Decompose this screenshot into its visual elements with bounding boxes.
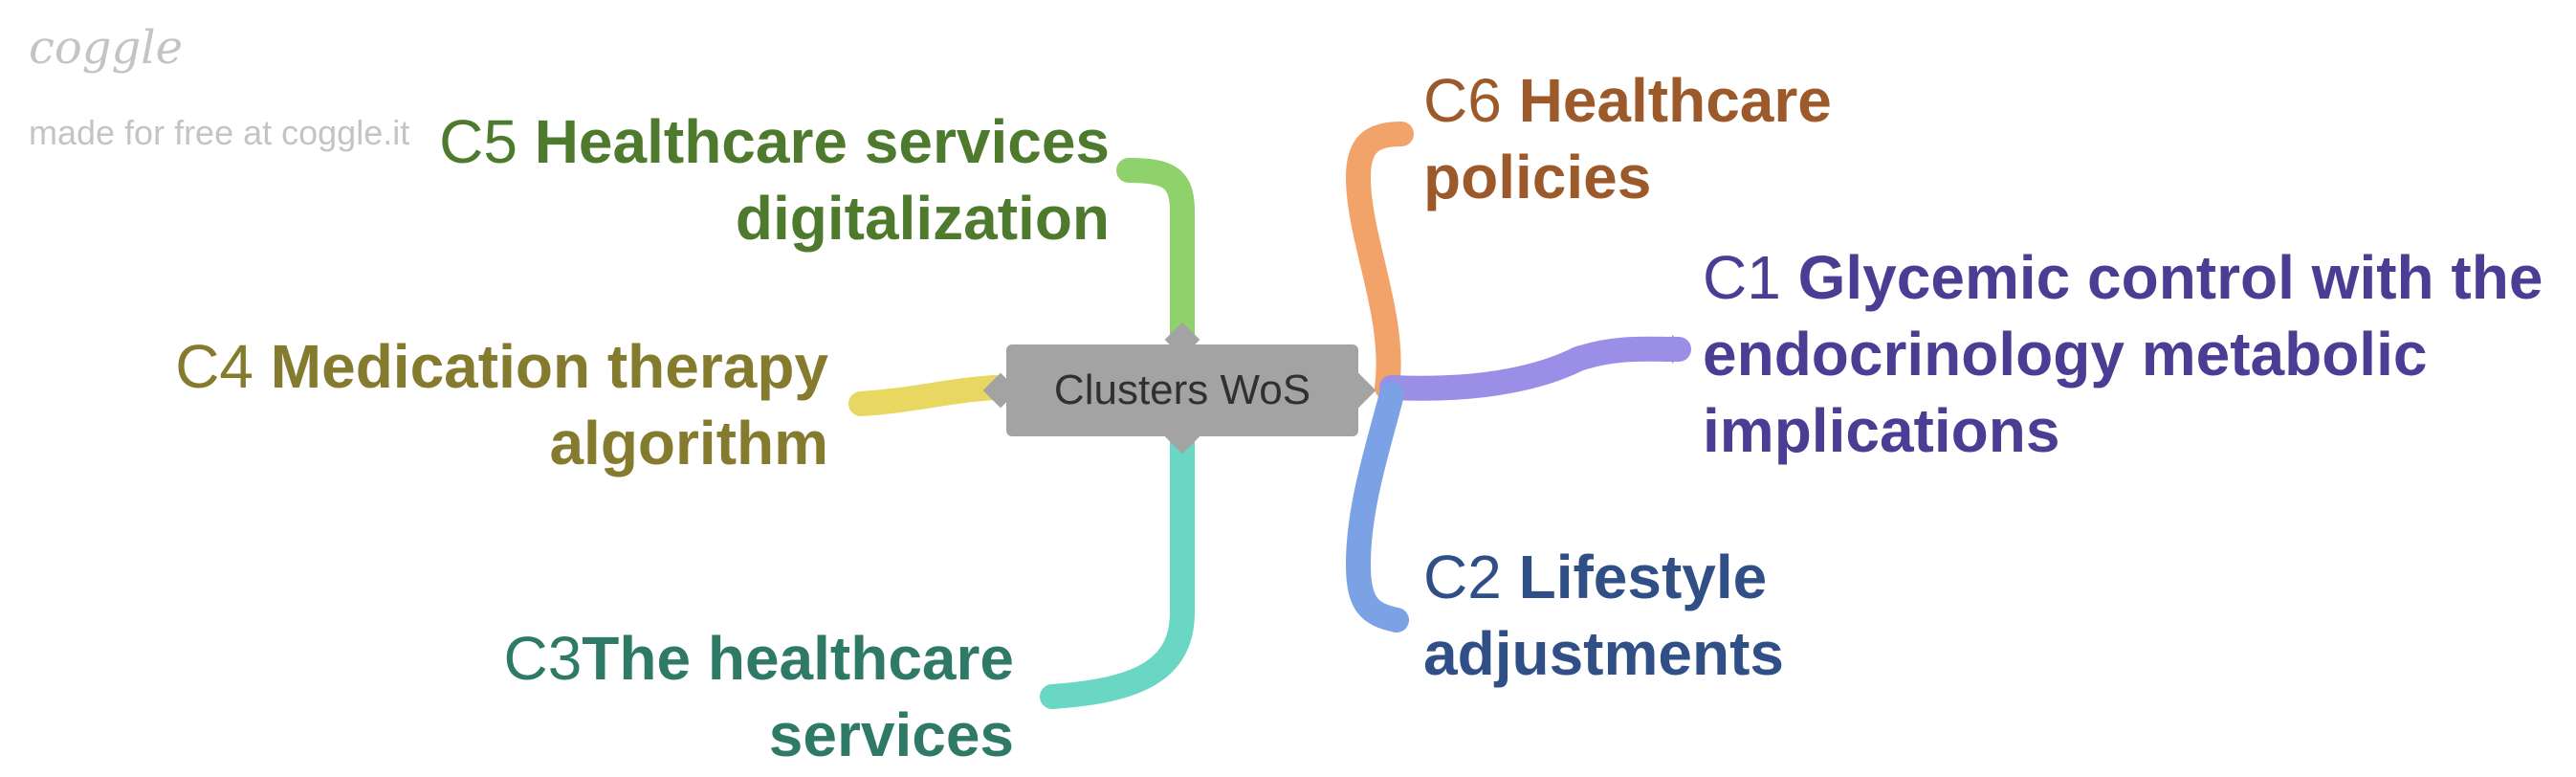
branch-c6 bbox=[1345, 122, 1414, 400]
node-c4-title-line2: algorithm bbox=[549, 409, 828, 477]
node-c1-title-line1: Glycemic control with the bbox=[1797, 243, 2543, 312]
node-c2-title-line2: adjustments bbox=[1423, 619, 1784, 688]
branch-c5 bbox=[1116, 158, 1196, 366]
coggle-logo: coggle bbox=[29, 21, 183, 75]
node-c4-title-line1: Medication therapy bbox=[270, 332, 828, 401]
node-c1-code: C1 bbox=[1703, 243, 1798, 312]
node-c2-code: C2 bbox=[1423, 543, 1519, 611]
center-node-label: Clusters WoS bbox=[1053, 366, 1311, 413]
branch-c1-tip bbox=[1672, 335, 1688, 364]
node-c2[interactable]: C2 Lifestyle adjustments bbox=[1423, 539, 1784, 692]
center-node[interactable]: Clusters WoS bbox=[1006, 344, 1358, 436]
node-c4[interactable]: C4 Medication therapy algorithm bbox=[175, 328, 828, 481]
node-c5[interactable]: C5 Healthcare services digitalization bbox=[439, 103, 1110, 256]
node-c3-code: C3 bbox=[503, 624, 583, 693]
node-c6-title-line2: policies bbox=[1423, 143, 1652, 211]
node-c3-title-line1: The healthcare bbox=[582, 624, 1014, 693]
node-c6[interactable]: C6 Healthcare policies bbox=[1423, 62, 1832, 215]
node-c3-title-line2: services bbox=[768, 700, 1014, 769]
branch-c4 bbox=[848, 375, 1007, 416]
node-c1-title-line3: implications bbox=[1703, 396, 2060, 465]
watermark-text: made for free at coggle.it bbox=[29, 113, 410, 152]
branch-c3 bbox=[1040, 420, 1196, 709]
branch-c2 bbox=[1345, 382, 1409, 633]
node-c3[interactable]: C3The healthcare services bbox=[503, 620, 1014, 773]
node-c6-code: C6 bbox=[1423, 66, 1519, 135]
node-c6-title-line1: Healthcare bbox=[1518, 66, 1832, 135]
node-c5-code: C5 bbox=[439, 107, 535, 176]
node-c2-title-line1: Lifestyle bbox=[1518, 543, 1768, 611]
node-c5-title-line1: Healthcare services bbox=[534, 107, 1110, 176]
node-c1[interactable]: C1 Glycemic control with the endocrinolo… bbox=[1703, 239, 2543, 469]
node-c4-code: C4 bbox=[175, 332, 271, 401]
node-c5-title-line2: digitalization bbox=[735, 184, 1110, 253]
branch-c1 bbox=[1379, 336, 1691, 401]
node-c1-title-line2: endocrinology metabolic bbox=[1703, 320, 2428, 388]
